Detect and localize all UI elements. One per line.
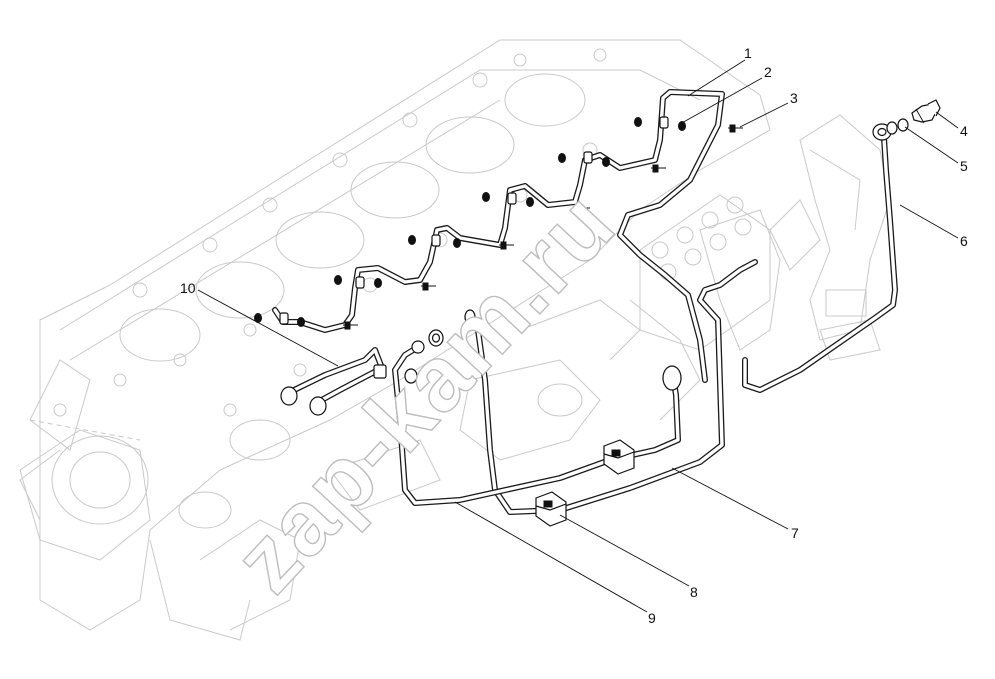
- sealing-washers: [254, 117, 686, 327]
- pipe-clamps: [535, 439, 635, 527]
- hollow-bolt: [911, 99, 941, 124]
- banjo-fittings: [279, 116, 669, 325]
- injection-pump-ghost: [629, 194, 771, 421]
- callout-5: 5: [960, 158, 968, 174]
- leader-lines: [197, 59, 959, 613]
- pump-supply-line: [742, 123, 898, 393]
- callout-10: 10: [180, 280, 196, 296]
- fuel-supply-pipe: [392, 329, 682, 506]
- watermark: zap-kam.ru: [215, 172, 634, 611]
- callout-8: 8: [690, 584, 698, 600]
- callout-1: 1: [744, 45, 752, 61]
- elbow-pipe-assembly: [280, 347, 387, 416]
- callout-3: 3: [790, 90, 798, 106]
- callout-6: 6: [960, 233, 968, 249]
- banjo-bolts: [343, 124, 743, 330]
- callout-4: 4: [960, 123, 968, 139]
- callout-2: 2: [764, 64, 772, 80]
- callout-7: 7: [791, 525, 799, 541]
- callout-9: 9: [648, 610, 656, 626]
- callout-labels: 1 2 3 4 5 6 7 8 9 10: [180, 45, 968, 626]
- copper-washers: [886, 118, 909, 135]
- engine-block-ghost: [19, 39, 781, 641]
